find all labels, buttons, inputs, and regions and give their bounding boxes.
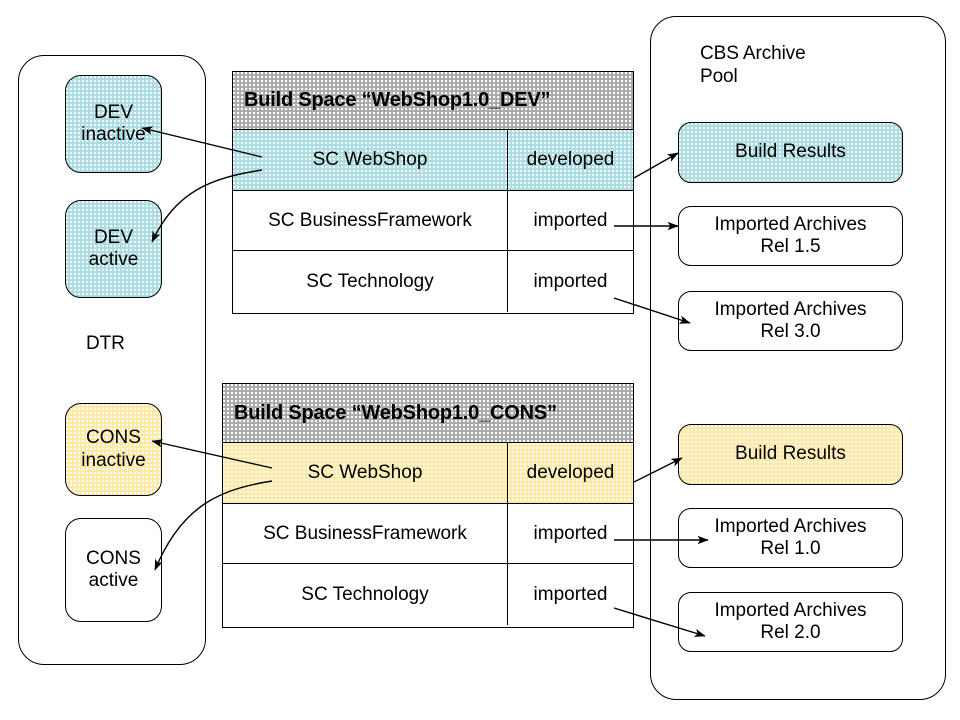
artifact-cons-build-results[interactable]: Build Results xyxy=(678,424,903,485)
artifact-dev-archives-30-label: Imported Archives Rel 3.0 xyxy=(714,298,867,342)
build-space-dev-row-2[interactable]: SC Technology imported xyxy=(233,250,633,312)
artifact-cons-build-results-label: Build Results xyxy=(735,443,846,465)
build-space-dev-row-1-state: imported xyxy=(507,191,633,250)
build-space-dev-row-0-name: SC WebShop xyxy=(233,130,507,190)
build-space-dev-header-label: Build Space “WebShop1.0_DEV” xyxy=(244,89,551,111)
artifact-dev-archives-30[interactable]: Imported Archives Rel 3.0 xyxy=(678,291,903,351)
workspace-dev-inactive[interactable]: DEV inactive xyxy=(65,75,162,173)
build-space-cons-table: Build Space “WebShop1.0_CONS” SC WebShop… xyxy=(222,383,634,628)
build-space-dev-table: Build Space “WebShop1.0_DEV” SC WebShop … xyxy=(232,71,634,314)
artifact-cons-archives-10-label: Imported Archives Rel 1.0 xyxy=(714,515,867,559)
build-space-cons-row-1-name: SC BusinessFramework xyxy=(223,504,507,563)
workspace-dev-active[interactable]: DEV active xyxy=(65,200,162,298)
artifact-dev-build-results-label: Build Results xyxy=(735,141,846,163)
build-space-cons-row-0-state: developed xyxy=(507,443,633,503)
cbs-archive-pool-title: CBS Archive Pool xyxy=(700,43,806,88)
artifact-cons-archives-20[interactable]: Imported Archives Rel 2.0 xyxy=(678,592,903,652)
artifact-dev-archives-15-label: Imported Archives Rel 1.5 xyxy=(714,213,867,257)
build-space-cons-row-0[interactable]: SC WebShop developed xyxy=(223,442,633,503)
build-space-cons-header-label: Build Space “WebShop1.0_CONS” xyxy=(234,401,557,424)
build-space-dev-row-0-state: developed xyxy=(507,130,633,190)
build-space-cons-row-2-state: imported xyxy=(507,564,633,625)
build-space-cons-row-1[interactable]: SC BusinessFramework imported xyxy=(223,503,633,563)
build-space-dev-row-1[interactable]: SC BusinessFramework imported xyxy=(233,190,633,250)
build-space-dev-header: Build Space “WebShop1.0_DEV” xyxy=(233,72,633,129)
artifact-cons-archives-10[interactable]: Imported Archives Rel 1.0 xyxy=(678,508,903,568)
build-space-dev-row-2-name: SC Technology xyxy=(233,251,507,312)
artifact-dev-build-results[interactable]: Build Results xyxy=(678,122,903,183)
build-space-dev-row-0[interactable]: SC WebShop developed xyxy=(233,129,633,190)
build-space-cons-row-1-state: imported xyxy=(507,504,633,563)
workspace-cons-active-label: CONS active xyxy=(86,547,141,591)
artifact-cons-archives-20-label: Imported Archives Rel 2.0 xyxy=(714,599,867,643)
artifact-dev-archives-15[interactable]: Imported Archives Rel 1.5 xyxy=(678,206,903,266)
build-space-cons-header: Build Space “WebShop1.0_CONS” xyxy=(223,384,633,442)
build-space-cons-row-0-name: SC WebShop xyxy=(223,443,507,503)
build-space-dev-row-2-state: imported xyxy=(507,251,633,312)
workspace-cons-inactive[interactable]: CONS inactive xyxy=(65,403,162,496)
build-space-cons-row-2-name: SC Technology xyxy=(223,564,507,625)
build-space-cons-row-2[interactable]: SC Technology imported xyxy=(223,563,633,625)
workspace-dev-inactive-label: DEV inactive xyxy=(81,101,146,145)
build-space-dev-row-1-name: SC BusinessFramework xyxy=(233,191,507,250)
dtr-label: DTR xyxy=(86,333,125,354)
workspace-dev-active-label: DEV active xyxy=(88,226,139,270)
workspace-cons-inactive-label: CONS inactive xyxy=(81,427,146,471)
workspace-cons-active[interactable]: CONS active xyxy=(65,518,162,622)
